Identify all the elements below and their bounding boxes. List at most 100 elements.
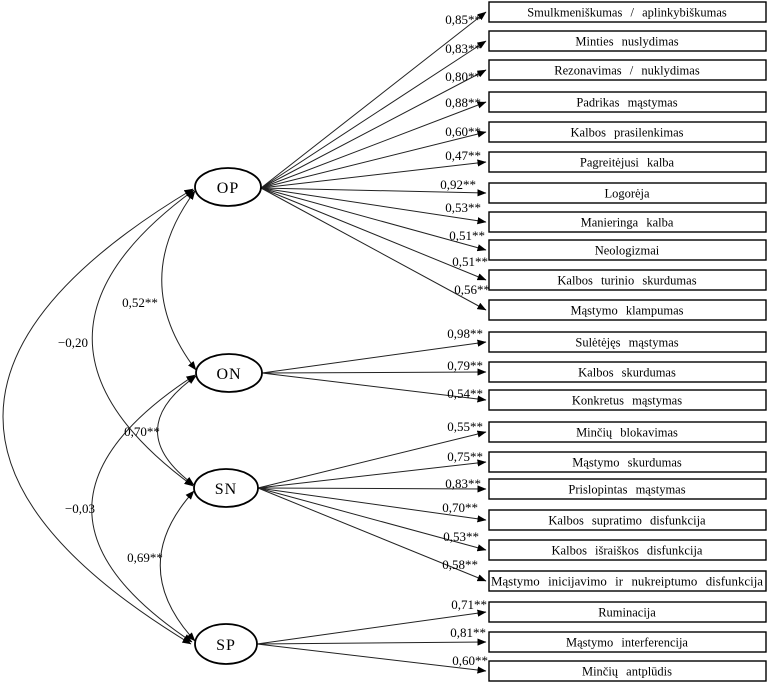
indicator-box xyxy=(488,601,767,623)
loading-value: 0,53** xyxy=(443,529,479,544)
indicator-label: Konkretus mąstymas xyxy=(572,394,682,408)
loading-value: 0,71** xyxy=(451,597,487,612)
loading-value: 0,85** xyxy=(445,12,481,27)
indicator: Manieringa kalba 0,53** xyxy=(445,200,767,233)
indicator-label: Pagreitėjusi kalba xyxy=(580,156,675,170)
loading-paths-sp xyxy=(256,609,487,674)
loading-path xyxy=(260,40,487,189)
loading-paths-on xyxy=(261,339,487,403)
indicator: Mąstymo klampumas 0,56** xyxy=(454,282,767,321)
indicator: Minties nuslydimas 0,83** xyxy=(445,30,767,56)
loading-value: 0,58** xyxy=(442,557,478,572)
indicator-label: Padrikas mąstymas xyxy=(576,96,677,110)
loading-path xyxy=(257,487,487,552)
loading-value: 0,53** xyxy=(445,200,481,215)
latent-ellipse xyxy=(194,167,262,207)
loading-path xyxy=(256,638,487,646)
indicator: Mąstymo interferencija 0,81** xyxy=(450,625,767,653)
indicator: Minčių antplūdis 0,60** xyxy=(452,653,767,682)
loading-path xyxy=(260,187,487,281)
indicator: Sulėtėjęs mąstymas 0,98** xyxy=(447,326,767,353)
loading-path xyxy=(260,187,487,311)
indicator: Prislopintas mąstymas 0,83** xyxy=(445,476,767,500)
loading-path xyxy=(260,130,487,189)
loading-path xyxy=(261,339,487,374)
loading-value: 0,80** xyxy=(445,69,481,84)
loading-path xyxy=(257,459,487,489)
indicator-box xyxy=(488,421,767,443)
indicator: Smulkmeniškumas / aplinkybiškumas 0,85** xyxy=(445,1,767,27)
indicator-label: Prislopintas mąstymas xyxy=(568,483,685,497)
indicator-box xyxy=(488,91,767,113)
loading-path xyxy=(260,11,487,189)
loading-value: 0,51** xyxy=(452,254,488,269)
loading-path xyxy=(256,609,487,645)
indicator-label: Mąstymo interferencija xyxy=(566,636,688,650)
indicator-label: Kalbos skurdumas xyxy=(578,366,676,380)
latent-ellipse xyxy=(195,353,263,393)
latent-sp: SP xyxy=(194,623,258,665)
indicator-box xyxy=(488,121,767,143)
corr-arc-op-sn xyxy=(91,189,195,487)
indicator: Kalbos supratimo disfunkcija 0,70** xyxy=(442,500,767,531)
indicator-box xyxy=(488,509,767,531)
indicator-label: Kalbos supratimo disfunkcija xyxy=(548,514,706,528)
corr-arc-on-sp xyxy=(91,374,196,643)
loading-path xyxy=(257,485,487,493)
indicator-box xyxy=(488,30,767,52)
indicator-label: Kalbos prasilenkimas xyxy=(571,126,684,140)
indicator-label: Smulkmeniškumas / aplinkybiškumas xyxy=(527,6,727,20)
indicator-box xyxy=(488,299,767,321)
loading-value: 0,51** xyxy=(449,228,485,243)
indicator-box xyxy=(488,478,767,500)
loading-value: 0,60** xyxy=(445,124,481,139)
indicator: Kalbos turinio skurdumas 0,51** xyxy=(452,254,767,291)
indicator: Kalbos prasilenkimas 0,60** xyxy=(445,121,767,143)
indicator: Mąstymo skurdumas 0,75** xyxy=(447,449,767,473)
correlation-value: 0,52** xyxy=(122,295,158,310)
latent-ellipse xyxy=(194,623,258,665)
indicator-box xyxy=(488,269,767,291)
loading-value: 0,79** xyxy=(447,358,483,373)
indicator-label: Logorėja xyxy=(604,187,650,201)
loading-value: 0,70** xyxy=(442,500,478,515)
indicator-label: Minties nuslydimas xyxy=(575,35,678,49)
indicator-label: Minčių blokavimas xyxy=(576,426,678,440)
loading-value: 0,81** xyxy=(450,625,486,640)
indicator-box xyxy=(488,331,767,353)
indicator-box xyxy=(488,361,767,383)
loading-value: 0,88** xyxy=(445,95,481,110)
latent-ellipse xyxy=(193,468,259,508)
indicator: Rezonavimas / nuklydimas 0,80** xyxy=(445,59,767,84)
loading-value: 0,47** xyxy=(445,148,481,163)
indicator: Ruminacija 0,71** xyxy=(451,597,767,623)
indicator-label: Sulėtėjęs mąstymas xyxy=(575,336,678,350)
latent-label: SN xyxy=(215,481,237,498)
loading-path xyxy=(261,368,487,376)
latent-label: SP xyxy=(216,637,236,654)
indicator: Kalbos išraiškos disfunkcija 0,53** xyxy=(443,529,767,561)
indicator-label: Neologizmai xyxy=(595,244,660,258)
indicators-sn: Minčių blokavimas 0,55** Mąstymo skurdum… xyxy=(442,419,767,592)
indicator: Neologizmai 0,51** xyxy=(449,228,767,261)
loading-path xyxy=(260,159,487,189)
loading-value: 0,54** xyxy=(447,386,483,401)
corr-arc-op-on xyxy=(161,190,197,371)
correlation-value: −0,03 xyxy=(65,501,95,516)
indicator-box xyxy=(488,660,767,682)
indicator-label: Mąstymo skurdumas xyxy=(572,456,682,470)
latent-sn: SN xyxy=(193,468,259,508)
loading-path xyxy=(260,101,487,189)
correlation-value: 0,69** xyxy=(127,550,163,565)
indicator-box xyxy=(488,239,767,261)
loading-value: 0,55** xyxy=(447,419,483,434)
indicator: Logorėja 0,92** xyxy=(440,177,767,204)
loading-value: 0,98** xyxy=(447,326,483,341)
indicator: Kalbos skurdumas 0,79** xyxy=(447,358,767,383)
indicator-label: Manieringa kalba xyxy=(581,216,674,230)
indicator: Mąstymo inicijavimo ir nukreiptumo disfu… xyxy=(442,557,767,592)
indicator-box xyxy=(488,570,767,592)
correlation-value: −0,20 xyxy=(58,335,88,350)
indicator-label: Mąstymo klampumas xyxy=(571,304,684,318)
